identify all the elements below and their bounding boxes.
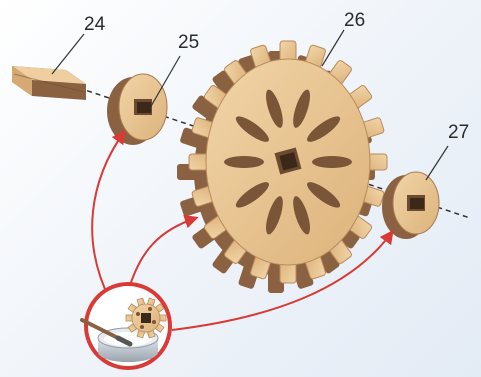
small-gear-icon bbox=[126, 298, 166, 338]
label-25: 25 bbox=[178, 32, 199, 53]
part-27-end-washer bbox=[382, 172, 439, 239]
part-25-small-washer bbox=[107, 74, 167, 145]
glue-pot-inset bbox=[82, 284, 170, 368]
glue-arrow-to-25 bbox=[92, 132, 124, 300]
label-24: 24 bbox=[84, 14, 106, 35]
leader-27 bbox=[426, 146, 448, 180]
label-26: 26 bbox=[344, 10, 365, 31]
leader-24 bbox=[52, 34, 84, 74]
part-24-spacer-block bbox=[12, 66, 86, 100]
label-27: 27 bbox=[448, 122, 469, 143]
gear-slot bbox=[224, 156, 264, 168]
part-26-large-gear bbox=[177, 41, 387, 293]
glue-arrow-to-26 bbox=[128, 218, 196, 292]
gear-slot bbox=[312, 156, 352, 168]
